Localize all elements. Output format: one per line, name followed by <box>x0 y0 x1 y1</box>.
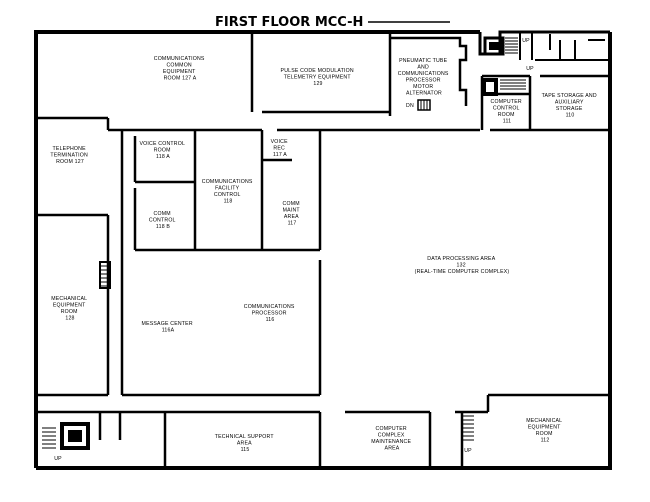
stair-bottom-left <box>42 422 90 450</box>
stair-pneumatic <box>417 99 431 111</box>
room-comm-processor: COMMUNICATIONS PROCESSOR 116 <box>244 304 297 323</box>
top-row-walls <box>36 32 610 132</box>
plan-title: FIRST FLOOR MCC-H <box>215 15 363 30</box>
room-computer-control: COMPUTER CONTROL ROOM 111 <box>491 99 524 125</box>
room-comm-maint: COMM MAINT AREA 117 <box>283 201 302 227</box>
room-comm-facility: COMMUNICATIONS FACILITY CONTROL 118 <box>202 179 255 205</box>
central-walls <box>36 130 322 397</box>
stair-left <box>99 261 111 289</box>
room-mechanical-right: MECHANICAL EQUIPMENT ROOM 112 <box>526 418 563 444</box>
room-comm-control: COMM CONTROL 118 B <box>149 211 177 230</box>
room-telephone: TELEPHONE TERMINATION ROOM 127 <box>50 146 89 165</box>
room-technical-support: TECHNICAL SUPPORT AREA 115 <box>215 434 276 453</box>
room-comm-common: COMMUNICATIONS COMMON EQUIPMENT ROOM 127… <box>154 56 207 82</box>
up-marker-top: UP <box>522 38 530 44</box>
room-pneumatic: PNEUMATIC TUBE AND COMMUNICATIONS PROCES… <box>398 58 451 97</box>
stair-top-right <box>483 32 610 61</box>
room-voice-control: VOICE CONTROL ROOM 118 A <box>139 141 186 160</box>
room-computer-maint: COMPUTER COMPLEX MAINTENANCE AREA <box>371 426 413 452</box>
room-data-processing: DATA PROCESSING AREA 132 (REAL-TIME COMP… <box>415 256 510 275</box>
room-message-center: MESSAGE CENTER 116A <box>142 321 195 334</box>
room-pcm: PULSE CODE MODULATION TELEMETRY EQUIPMEN… <box>281 68 356 87</box>
room-mechanical-left: MECHANICAL EQUIPMENT ROOM 128 <box>51 296 88 322</box>
room-voice-rec: VOICE REC 117 A <box>271 139 290 158</box>
up-marker-bottom-middle: UP <box>464 448 472 454</box>
up-marker-bottom-left: UP <box>54 456 62 462</box>
up-marker-right: UP <box>526 66 534 72</box>
room-tape-storage: TAPE STORAGE AND AUXILIARY STORAGE 110 <box>542 93 599 119</box>
bottom-row-walls <box>36 393 610 468</box>
computer-control-block <box>480 74 610 130</box>
stair-right-small <box>500 79 526 90</box>
dn-marker: DN <box>406 103 414 109</box>
stair-bottom-middle <box>462 415 474 441</box>
